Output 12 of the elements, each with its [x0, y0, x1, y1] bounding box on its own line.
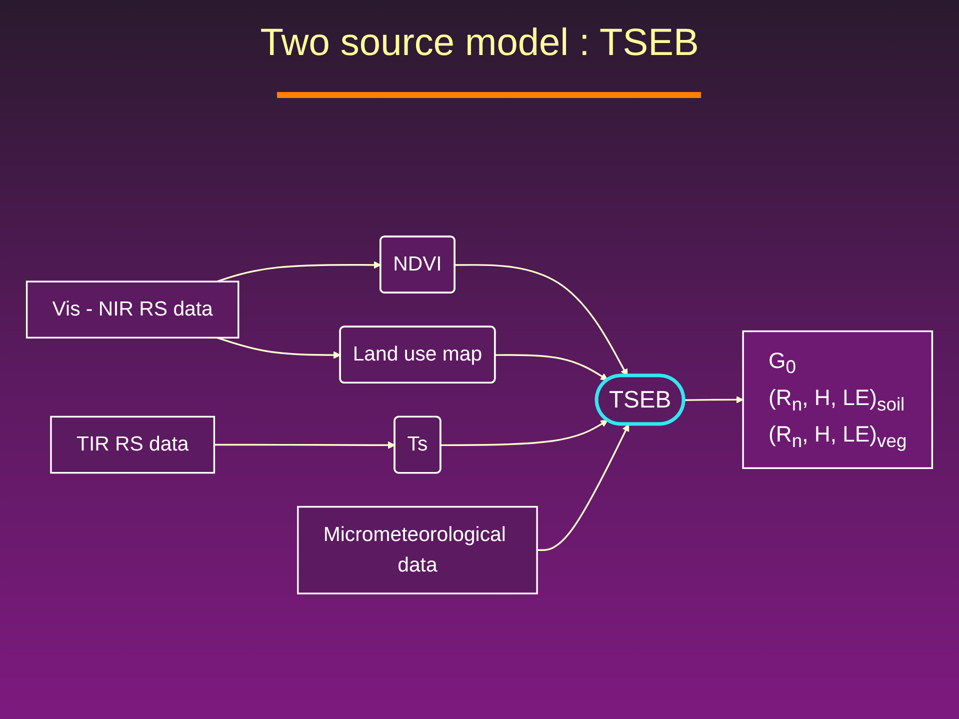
arrow [537, 424, 630, 551]
node-box: Vis - NIR RS data [26, 280, 240, 339]
node-box: Micrometeorological data [297, 506, 538, 594]
title: Two source model : TSEB [259, 22, 700, 65]
arrow [216, 336, 341, 359]
arrow [214, 441, 396, 449]
arrow [684, 396, 744, 404]
node-box: G$_{0}$ (R$_{n}$, H, LE)$_{soil}$ (R$_{n}$, H, LE)$_{veg}$ [742, 330, 934, 469]
node-box: TIR RS data [50, 416, 216, 474]
arrow [216, 261, 382, 282]
arrow [495, 354, 608, 380]
arrow [440, 420, 608, 446]
